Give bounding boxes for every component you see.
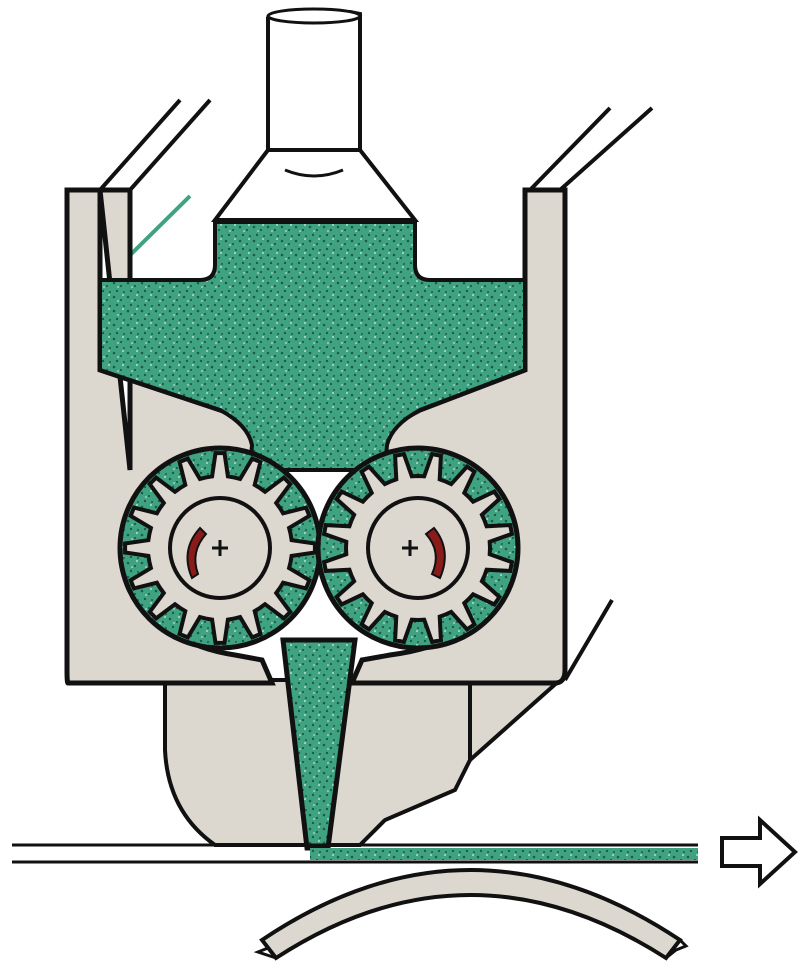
inlet-pipe-opening	[268, 9, 360, 23]
coating-layer	[310, 848, 698, 860]
right-arrow-outline-icon	[722, 820, 795, 884]
inlet-funnel	[215, 150, 415, 220]
die-lip	[470, 680, 560, 760]
inlet-pipe	[268, 12, 360, 150]
backing-roll	[262, 870, 680, 958]
